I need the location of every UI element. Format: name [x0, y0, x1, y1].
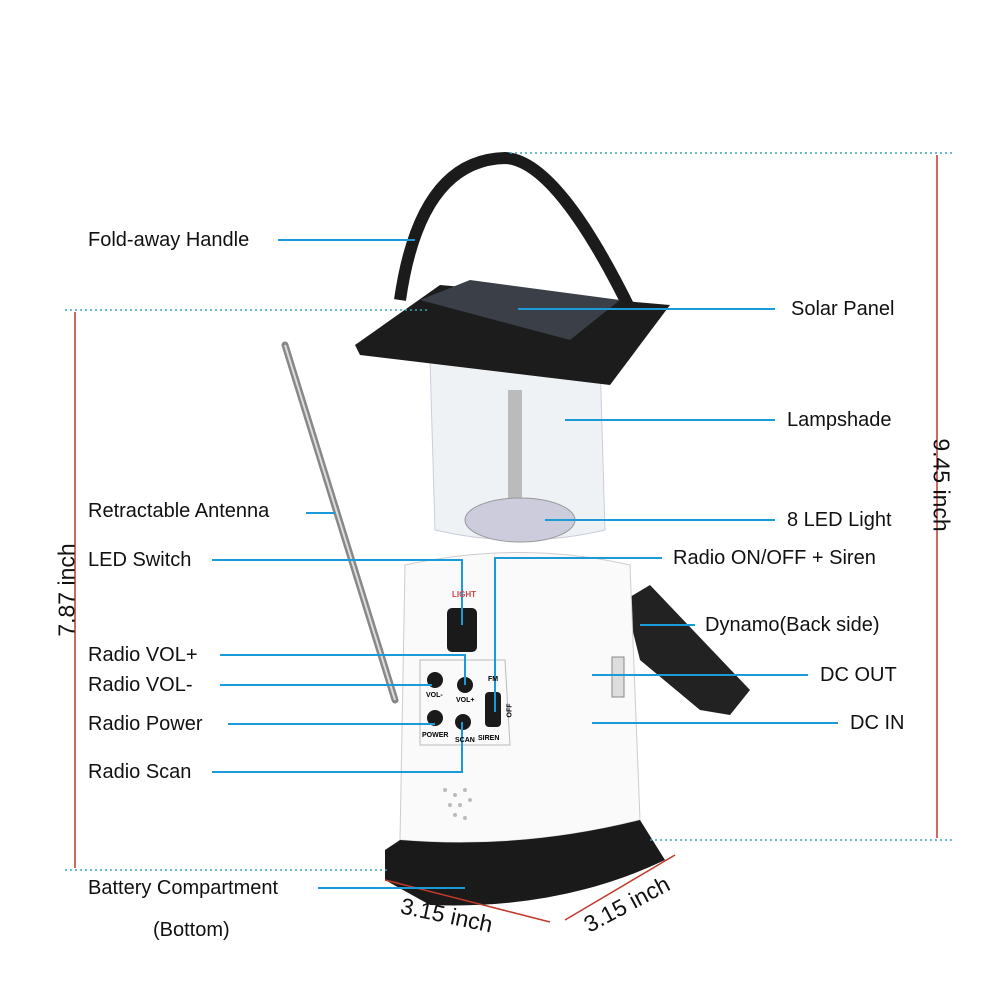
battery-base: [385, 820, 665, 906]
device-off: OFF: [506, 703, 514, 718]
label-antenna: Retractable Antenna: [88, 500, 270, 522]
label-battery-note: (Bottom): [153, 919, 230, 941]
label-dc-in: DC IN: [850, 712, 905, 734]
dynamo-crank: [625, 585, 750, 715]
leader-lines: [212, 239, 838, 889]
device-scan: SCAN: [455, 737, 475, 744]
label-lampshade: Lampshade: [787, 409, 892, 431]
device-vol-plus: VOL+: [456, 697, 475, 704]
label-vol-plus: Radio VOL+: [88, 644, 198, 666]
device-power: POWER: [422, 732, 449, 739]
label-solar-panel: Solar Panel: [791, 298, 895, 320]
device-fm: FM: [488, 676, 499, 683]
device-siren: SIREN: [478, 735, 500, 742]
label-battery: Battery Compartment: [88, 877, 279, 899]
handle: [394, 151, 646, 333]
led-switch: [447, 608, 477, 652]
label-scan: Radio Scan: [88, 761, 192, 783]
label-led-switch: LED Switch: [88, 549, 192, 571]
label-led-light: 8 LED Light: [787, 509, 892, 531]
dimension-guides: [65, 152, 955, 871]
label-handle: Fold-away Handle: [88, 229, 250, 251]
label-vol-minus: Radio VOL-: [88, 674, 193, 696]
label-dynamo: Dynamo(Back side): [705, 614, 880, 636]
dim-total-height: 9.45 inch: [928, 438, 955, 532]
label-dc-out: DC OUT: [820, 664, 897, 686]
device-light-text: LIGHT: [452, 590, 476, 599]
label-radio-onoff: Radio ON/OFF + Siren: [673, 547, 876, 569]
device-vol-minus: VOL-: [426, 692, 443, 699]
label-power: Radio Power: [88, 713, 203, 735]
dim-body-height: 7.87 inch: [53, 543, 80, 637]
